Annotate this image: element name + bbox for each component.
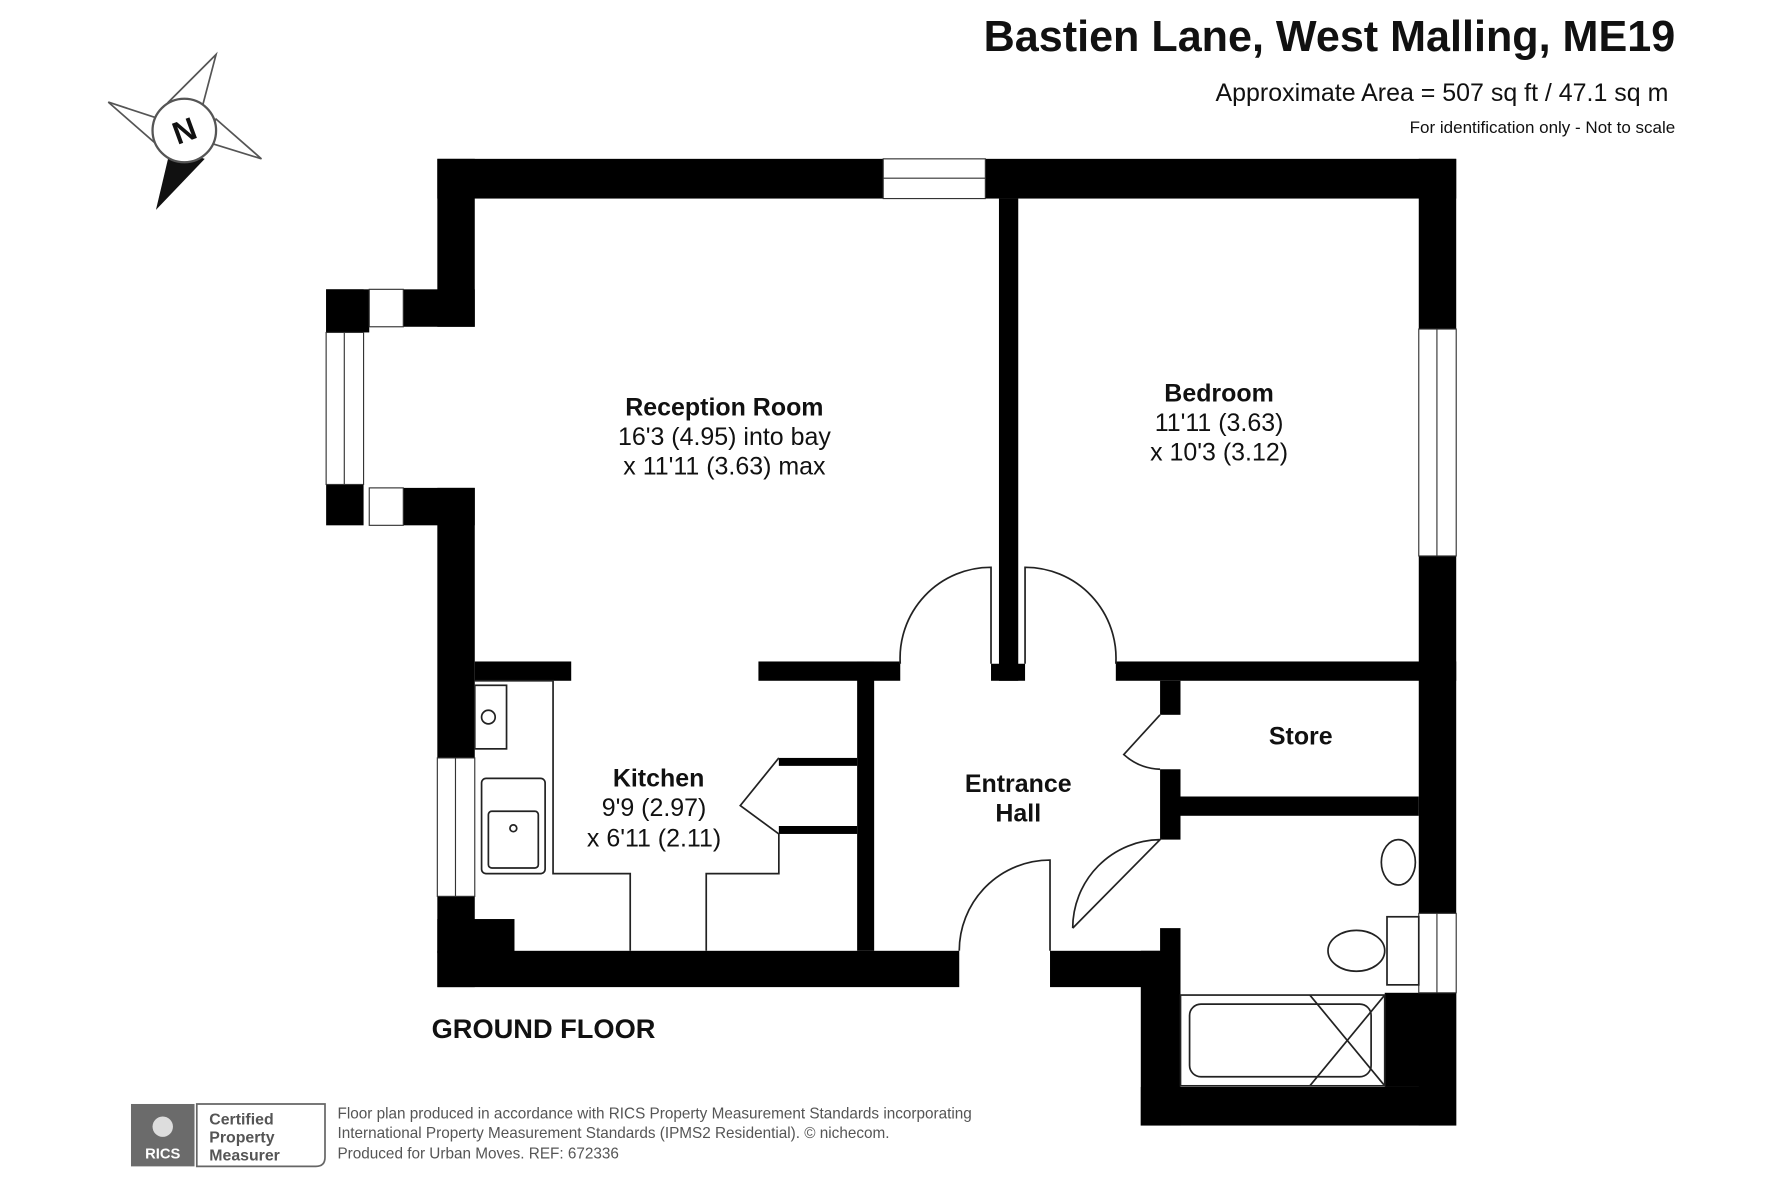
room-dimension: 16'3 (4.95) into bay [618, 423, 831, 451]
walls [326, 158, 1457, 1126]
disclaimer: For identification only - Not to scale [1410, 118, 1676, 137]
area-text: Approximate Area = 507 sq ft / 47.1 sq m [1216, 79, 1669, 107]
room-dimension: x 6'11 (2.11) [587, 824, 721, 852]
room-reception: Reception Room 16'3 (4.95) into bay x 11… [618, 393, 831, 480]
page-title: Bastien Lane, West Malling, ME19 [984, 13, 1676, 61]
footer-line-1: Floor plan produced in accordance with R… [337, 1106, 971, 1123]
room-store: Store [1269, 722, 1333, 750]
room-dimension: x 10'3 (3.12) [1150, 439, 1288, 467]
badge-text: Certified [209, 1111, 273, 1128]
rics-logo-text: RICS [145, 1146, 180, 1162]
badge-text: Property [209, 1130, 274, 1147]
room-dimension: 9'9 (2.97) [602, 794, 707, 822]
room-entrance-hall: Entrance Hall [965, 770, 1072, 827]
room-dimension: x 11'11 (3.63) max [623, 452, 826, 480]
rics-lion-icon [152, 1116, 173, 1137]
room-name: Kitchen [613, 764, 705, 792]
floor-label: GROUND FLOOR [432, 1013, 656, 1044]
room-kitchen: Kitchen 9'9 (2.97) x 6'11 (2.11) [587, 764, 721, 852]
room-dimension: 11'11 (3.63) [1155, 409, 1284, 437]
footer-line-3: Produced for Urban Moves. REF: 672336 [337, 1145, 618, 1162]
doors-fixtures [473, 566, 1420, 1087]
room-name: Entrance [965, 770, 1072, 798]
compass-icon: N [107, 51, 263, 210]
rics-badge: RICS Certified Property Measurer [130, 1103, 326, 1168]
room-name: Bedroom [1164, 380, 1274, 408]
room-bedroom: Bedroom 11'11 (3.63) x 10'3 (3.12) [1150, 380, 1288, 467]
badge-text: Measurer [209, 1148, 280, 1165]
windows [325, 158, 1457, 994]
room-name: Reception Room [625, 393, 823, 421]
room-name: Hall [995, 799, 1041, 827]
footer-line-2: International Property Measurement Stand… [337, 1125, 889, 1142]
